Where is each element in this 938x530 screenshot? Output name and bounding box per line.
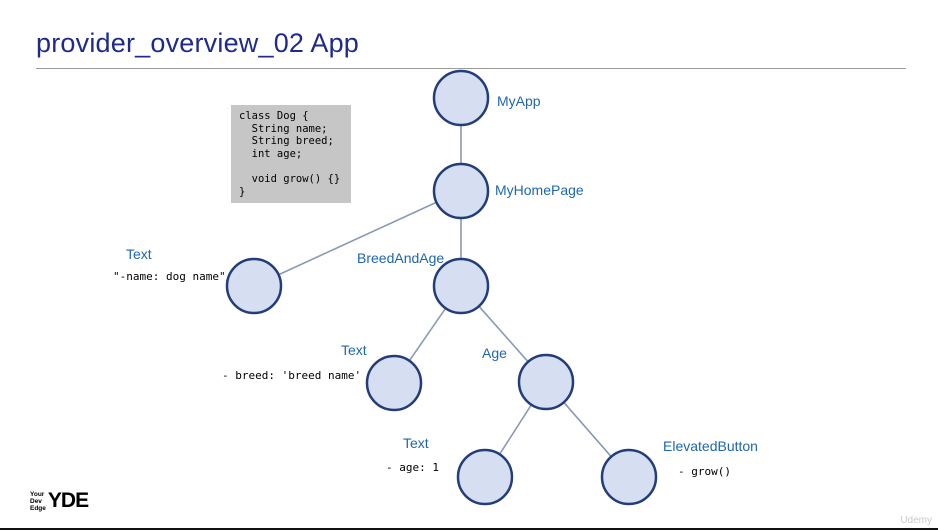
node-label-age: Age bbox=[482, 345, 507, 361]
node-text3 bbox=[456, 448, 514, 506]
node-label-myhomepage: MyHomePage bbox=[495, 182, 584, 198]
bottom-border bbox=[0, 528, 938, 530]
note-age: - age: 1 bbox=[386, 461, 439, 474]
node-age bbox=[517, 353, 575, 411]
logo-line-2: Dev bbox=[30, 497, 42, 505]
logo-mark: YDE bbox=[47, 489, 89, 512]
node-label-myapp: MyApp bbox=[497, 93, 541, 109]
title-divider bbox=[36, 68, 906, 69]
node-text1 bbox=[225, 257, 283, 315]
note-breed: - breed: 'breed name' bbox=[222, 369, 362, 382]
edge-myhomepage-text1 bbox=[278, 201, 437, 276]
note-name: "-name: dog name" bbox=[113, 270, 226, 283]
node-myapp bbox=[432, 69, 490, 127]
edge-breedandage-text2 bbox=[408, 307, 447, 362]
node-label-text-name: Text bbox=[126, 246, 152, 262]
edge-breedandage-age bbox=[478, 305, 529, 363]
node-label-text-age: Text bbox=[403, 435, 429, 451]
dog-class-code-block: class Dog { String name; String breed; i… bbox=[231, 105, 351, 203]
node-text2 bbox=[365, 354, 423, 412]
edge-age-elevatedbutton bbox=[563, 401, 612, 458]
slide-title: provider_overview_02 App bbox=[36, 28, 359, 58]
node-label-breedandage: BreedAndAge bbox=[357, 250, 445, 266]
node-myhomepage bbox=[432, 162, 490, 220]
node-elevatedbutton bbox=[600, 448, 658, 506]
node-label-elevatedbutton: ElevatedButton bbox=[663, 438, 758, 454]
logo-line-3: Edge bbox=[30, 504, 46, 512]
node-breedandage bbox=[432, 257, 490, 315]
logo-line-1: Your bbox=[30, 490, 45, 498]
node-label-text-breed: Text bbox=[341, 342, 367, 358]
edge-age-text3 bbox=[498, 404, 533, 455]
your-dev-edge-logo: Your Dev Edge YDE bbox=[30, 489, 89, 513]
udemy-watermark: Udemy bbox=[900, 515, 932, 526]
note-grow: - grow() bbox=[678, 465, 731, 478]
